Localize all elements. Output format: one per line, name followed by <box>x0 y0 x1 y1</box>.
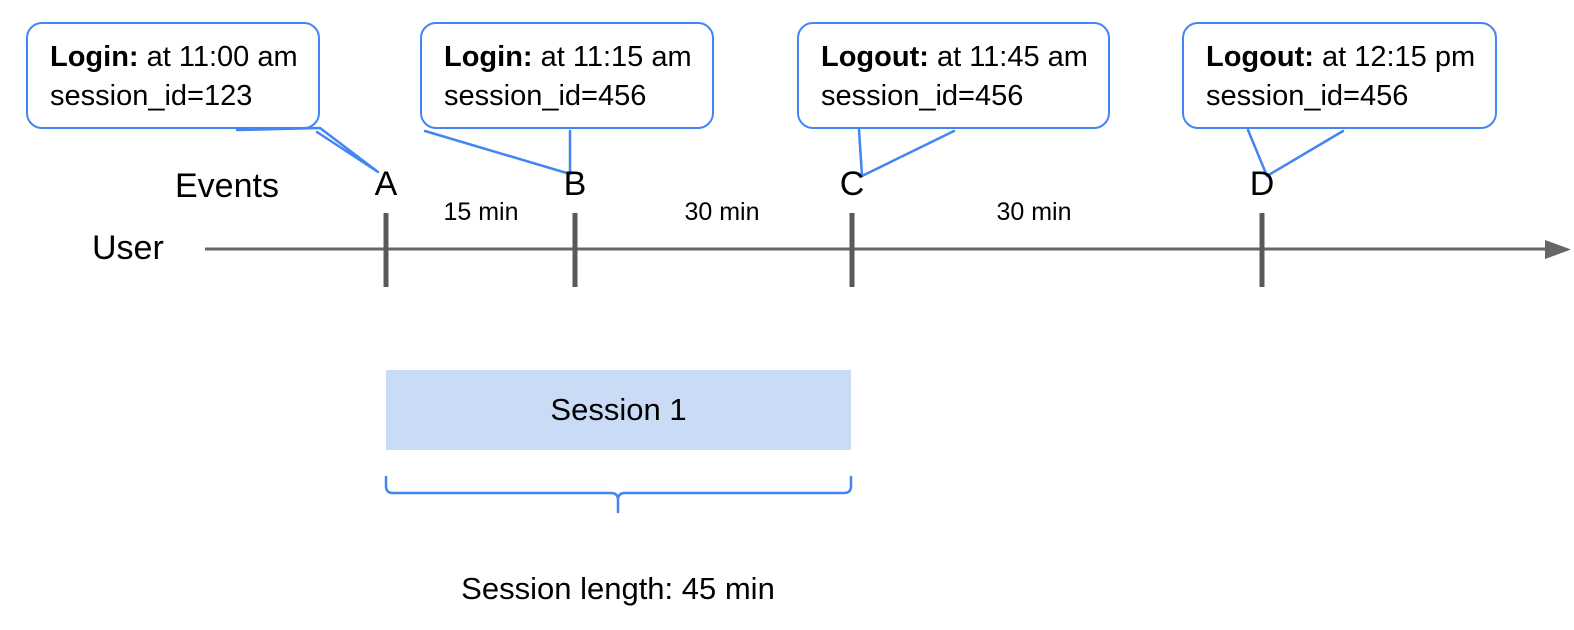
callout-b-time: at 11:15 am <box>540 41 692 73</box>
user-row-label: User <box>92 229 164 267</box>
callout-a-time: at 11:00 am <box>146 41 298 73</box>
marker-label-a: A <box>374 165 398 203</box>
interval-label-c-d: 30 min <box>996 198 1072 226</box>
interval-label-b-c: 30 min <box>684 198 760 226</box>
callout-c-session-id: session_id=456 <box>821 79 1024 112</box>
callout-tail-c <box>857 128 956 178</box>
callout-b[interactable]: Login: at 11:15 am session_id=456 <box>420 22 714 130</box>
marker-label-d: D <box>1249 165 1275 203</box>
callout-d-type: Logout: <box>1206 41 1314 73</box>
callout-d[interactable]: Logout: at 12:15 pm session_id=456 <box>1182 22 1498 130</box>
callout-tail-a <box>235 126 380 174</box>
session-bar-label: Session 1 <box>550 392 687 427</box>
callout-b-type: Login: <box>444 41 533 73</box>
callout-d-session-id: session_id=456 <box>1206 79 1409 112</box>
session-length-caption: Session length: 45 min <box>461 571 775 606</box>
callout-c[interactable]: Logout: at 11:45 am session_id=456 <box>797 22 1110 130</box>
callout-d-time: at 12:15 pm <box>1321 41 1476 73</box>
interval-label-a-b: 15 min <box>443 198 519 226</box>
callout-c-type: Logout: <box>821 41 929 73</box>
callout-a-type: Login: <box>50 41 139 73</box>
timeline-axis <box>205 240 1571 259</box>
session-length-brace <box>384 475 853 514</box>
events-row-label: Events <box>175 167 279 205</box>
callout-tail-b <box>423 129 572 176</box>
session-bar[interactable]: Session 1 <box>386 370 851 450</box>
callout-a-session-id: session_id=123 <box>50 79 253 112</box>
marker-label-b: B <box>563 165 587 203</box>
callout-c-time: at 11:45 am <box>936 41 1088 73</box>
callout-tail-d <box>1246 128 1345 178</box>
callout-b-session-id: session_id=456 <box>444 79 647 112</box>
axis-ticks <box>383 213 1265 287</box>
marker-label-c: C <box>839 165 865 203</box>
callout-a[interactable]: Login: at 11:00 am session_id=123 <box>26 22 320 130</box>
